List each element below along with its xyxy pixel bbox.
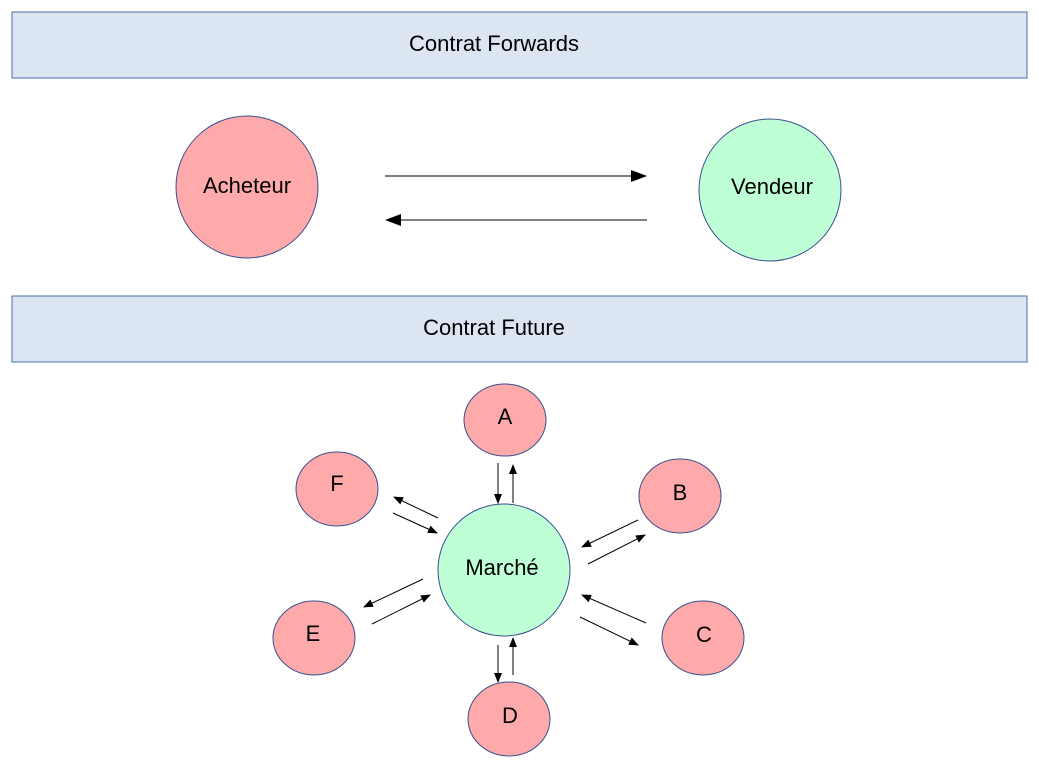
participant-a-circle bbox=[463, 383, 547, 457]
e-to-market-arrow bbox=[371, 594, 431, 625]
participant-c-node: C bbox=[661, 600, 745, 676]
participant-f-label: F bbox=[330, 471, 343, 496]
participant-d-node: D bbox=[467, 681, 551, 757]
buyer-label: Acheteur bbox=[203, 173, 291, 198]
seller-label: Vendeur bbox=[731, 174, 813, 199]
participant-b-node: B bbox=[638, 458, 722, 534]
buyer-circle bbox=[175, 115, 319, 259]
market-to-e-arrow bbox=[363, 578, 424, 608]
market-label: Marché bbox=[465, 555, 538, 580]
participant-e-circle bbox=[272, 600, 356, 676]
market-to-b-arrow bbox=[587, 534, 646, 565]
forwards-section-title: Contrat Forwards bbox=[409, 31, 579, 56]
future-section-banner: Contrat Future bbox=[11, 295, 1028, 363]
forwards-banner-box bbox=[11, 11, 1028, 79]
buyer-node: Acheteur bbox=[175, 115, 319, 259]
participant-f-node: F bbox=[295, 451, 379, 527]
participant-f-circle bbox=[295, 451, 379, 527]
f-to-market-arrow bbox=[392, 512, 438, 534]
seller-circle bbox=[698, 118, 842, 262]
market-node: Marché bbox=[437, 503, 571, 637]
seller-node: Vendeur bbox=[698, 118, 842, 262]
market-to-f-arrow bbox=[393, 496, 439, 519]
participant-a-node: A bbox=[463, 383, 547, 457]
market-to-c-arrow bbox=[579, 616, 639, 646]
participant-d-label: D bbox=[502, 703, 518, 728]
market-circle bbox=[437, 503, 571, 637]
b-to-market-arrow bbox=[581, 519, 639, 548]
future-banner-box bbox=[11, 295, 1028, 363]
future-section-title: Contrat Future bbox=[423, 315, 565, 340]
participant-b-circle bbox=[638, 458, 722, 534]
participant-c-label: C bbox=[696, 622, 712, 647]
participant-e-node: E bbox=[272, 600, 356, 676]
c-to-market-arrow bbox=[581, 594, 647, 624]
forwards-section-banner: Contrat Forwards bbox=[11, 11, 1028, 79]
participant-a-label: A bbox=[498, 404, 513, 429]
participant-e-label: E bbox=[306, 621, 321, 646]
participant-b-label: B bbox=[673, 480, 688, 505]
participant-d-circle bbox=[467, 681, 551, 757]
participant-c-circle bbox=[661, 600, 745, 676]
